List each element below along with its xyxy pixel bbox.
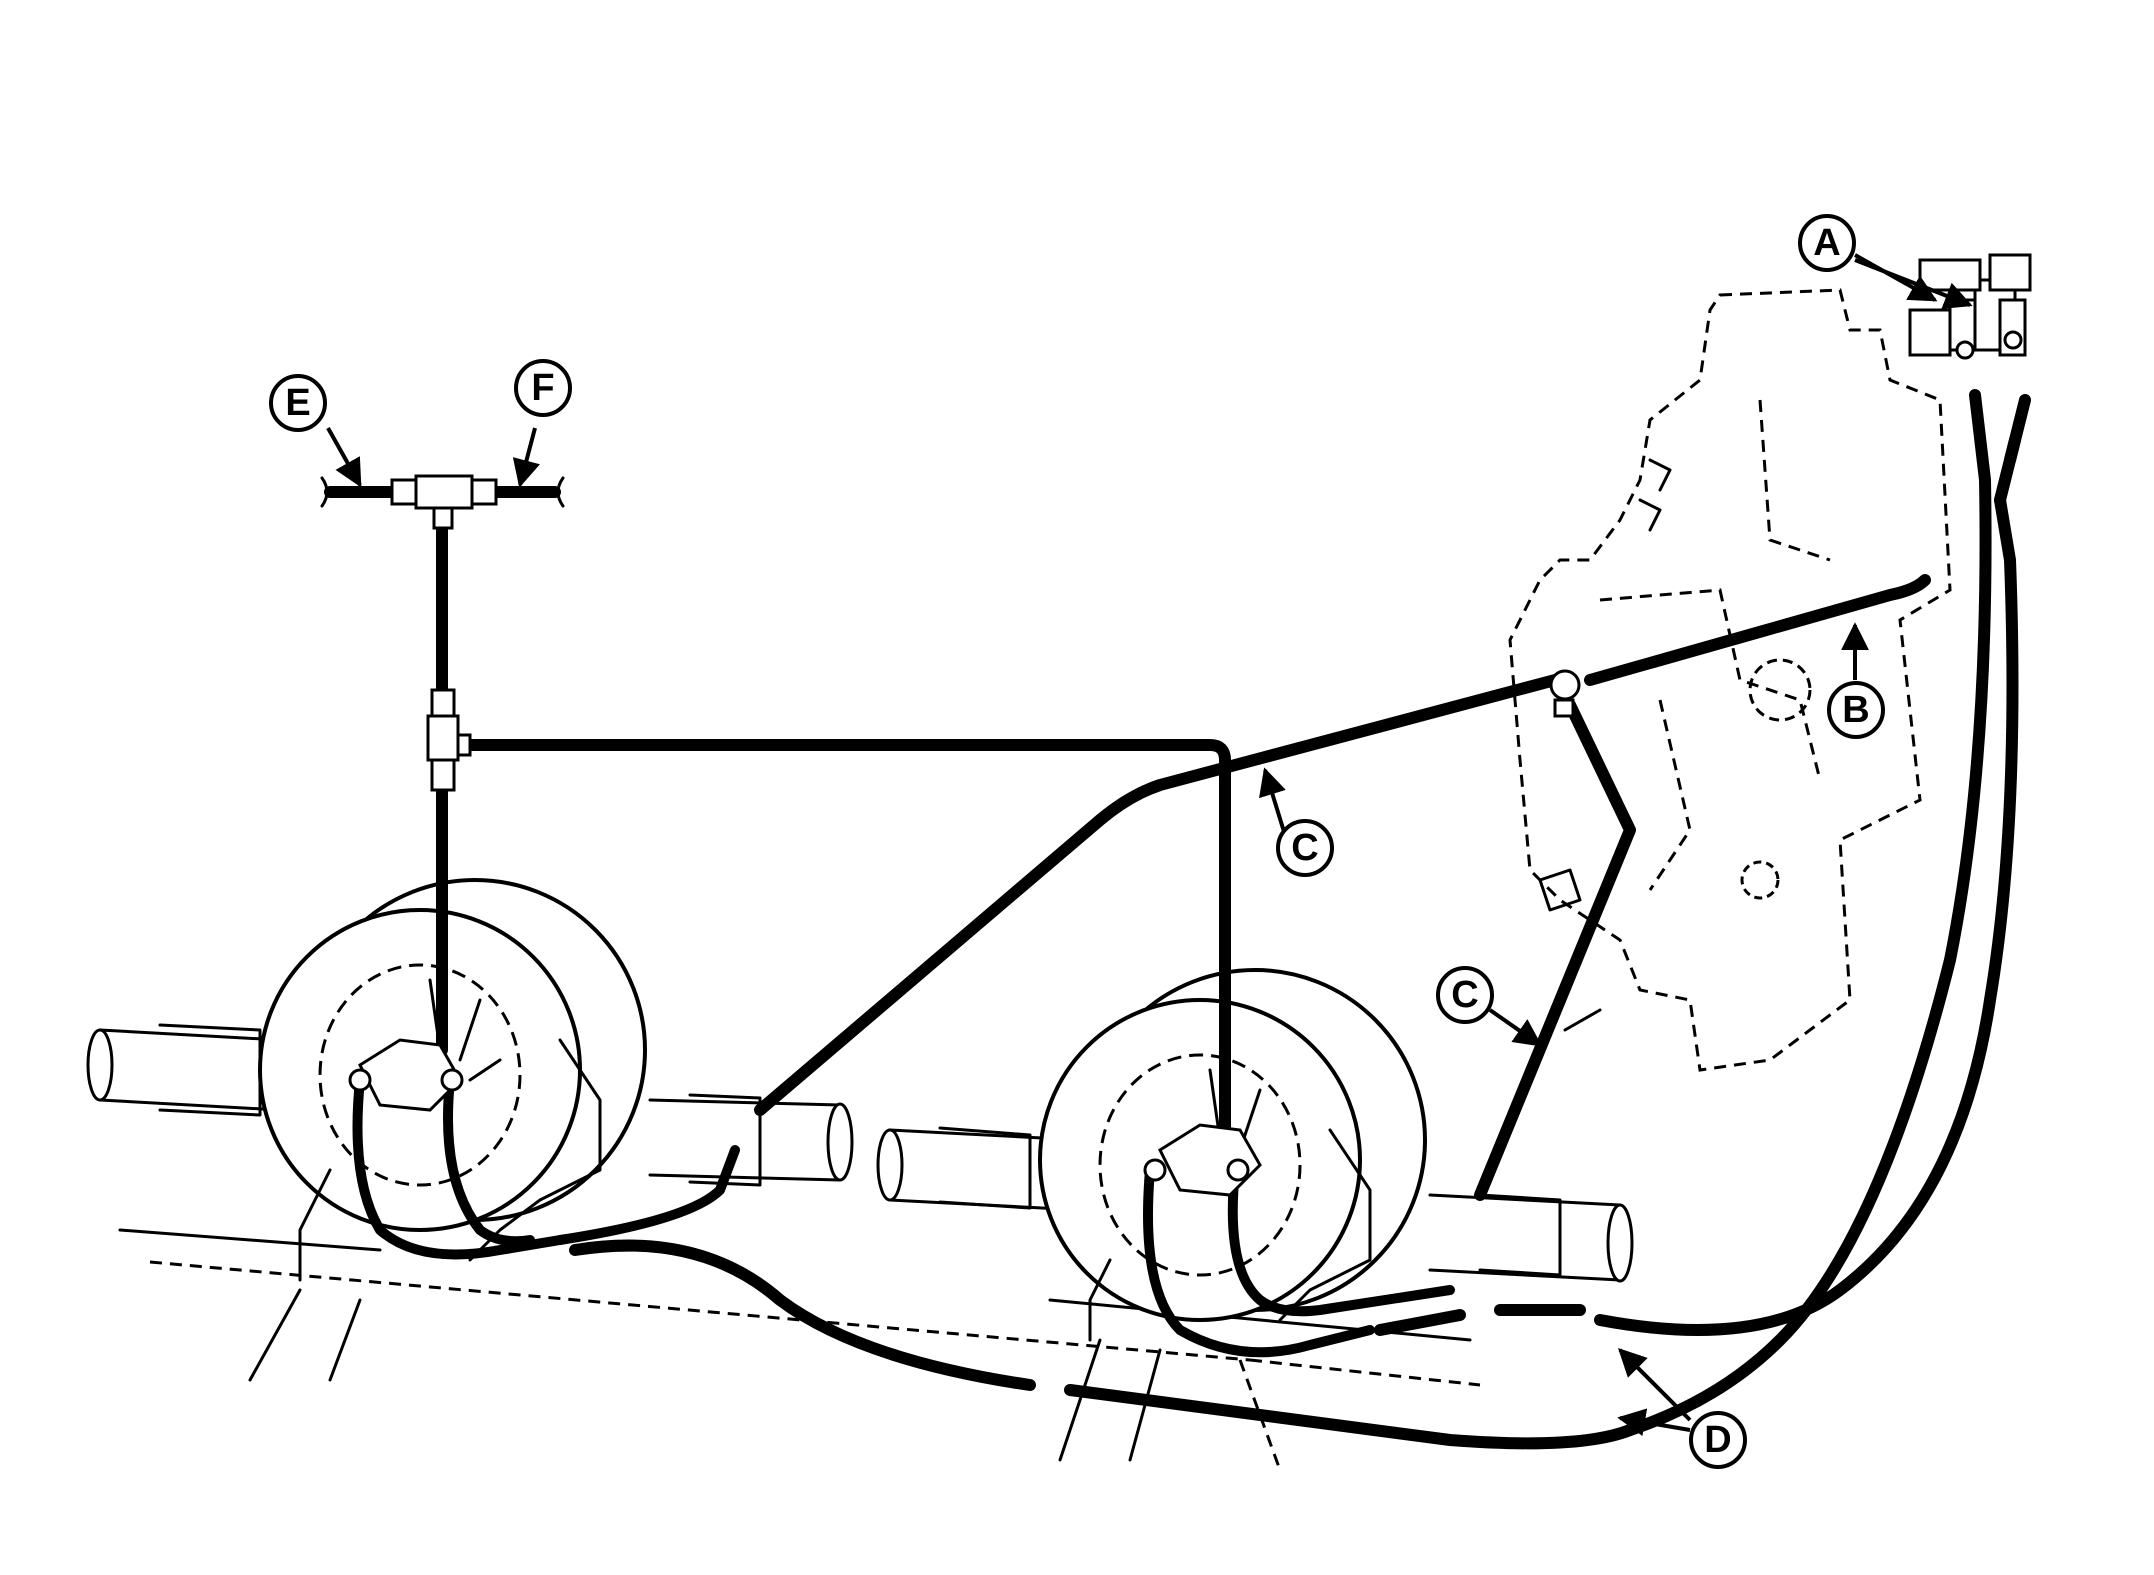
brake-lines bbox=[320, 389, 2031, 1450]
callout-c-lower: C bbox=[1436, 966, 1494, 1024]
callout-c-upper: C bbox=[1276, 819, 1334, 877]
callout-b: B bbox=[1827, 681, 1885, 739]
frame-rails bbox=[118, 1228, 1481, 1471]
callout-b-text: B bbox=[1842, 689, 1869, 731]
callout-f: F bbox=[514, 359, 572, 417]
left-axle bbox=[86, 1023, 854, 1187]
callout-d: D bbox=[1689, 1411, 1747, 1469]
callout-e: E bbox=[269, 374, 327, 432]
callout-c-upper-text: C bbox=[1291, 827, 1318, 869]
callout-d-text: D bbox=[1704, 1419, 1731, 1461]
callout-c-lower-text: C bbox=[1451, 974, 1478, 1016]
callout-a: A bbox=[1798, 214, 1856, 272]
leader-lines bbox=[326, 253, 1973, 1437]
callout-f-text: F bbox=[531, 367, 554, 409]
callout-e-text: E bbox=[285, 382, 310, 424]
callout-a-text: A bbox=[1813, 222, 1840, 264]
transmission-housing bbox=[1508, 288, 1952, 1072]
